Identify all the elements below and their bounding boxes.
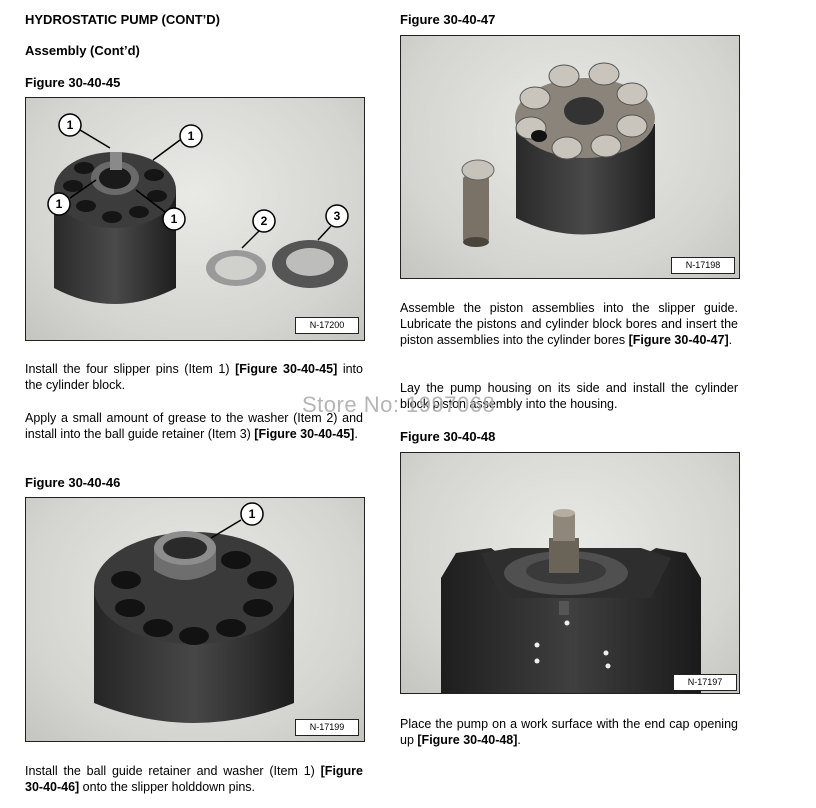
- callout-marker: [252, 209, 276, 233]
- callout-marker: [162, 207, 186, 231]
- store-watermark: Store No: 1997068: [302, 392, 496, 417]
- instruction-text: Place the pump on a work surface with th…: [400, 717, 738, 747]
- instruction-text: Install the four slipper pins (Item 1) […: [25, 362, 363, 392]
- pump-housing-image: [441, 509, 701, 693]
- callout-label: 1: [249, 507, 256, 521]
- figure-ref-label: N-17197: [673, 674, 737, 691]
- figure-30-40-47: N-17198: [400, 35, 740, 279]
- cylinder-block-image: 1: [94, 502, 294, 723]
- callout-marker: [58, 113, 82, 137]
- figure-caption-45: Figure 30-40-45: [25, 75, 121, 90]
- figure-caption-46: Figure 30-40-46: [25, 475, 121, 490]
- figure-30-40-45: 1 1 1 1 2 3 N-17200: [25, 97, 365, 341]
- callout-label: 1: [67, 118, 74, 132]
- callout-label: 1: [56, 197, 63, 211]
- page-title: HYDROSTATIC PUMP (CONT’D): [25, 12, 220, 27]
- section-subtitle: Assembly (Cont’d): [25, 43, 140, 58]
- callout-label: 2: [261, 214, 268, 228]
- callout-label: 1: [171, 212, 178, 226]
- figure-ref-label: N-17199: [295, 719, 359, 736]
- callout-marker: [179, 124, 203, 148]
- callout-marker: [325, 204, 349, 228]
- figure-caption-47: Figure 30-40-47: [400, 12, 496, 27]
- figure-ref-label: N-17198: [671, 257, 735, 274]
- cylinder-block-image: 1 1 1 1 2 3: [47, 113, 349, 304]
- figure-ref-label: N-17200: [295, 317, 359, 334]
- instruction-text: Lay the pump housing on its side and ins…: [400, 381, 738, 411]
- figure-30-40-46: 1 N-17199: [25, 497, 365, 742]
- figure-30-40-48: N-17197: [400, 452, 740, 694]
- callout-marker: [240, 502, 264, 526]
- instruction-text: Apply a small amount of grease to the wa…: [25, 411, 363, 441]
- callout-label: 3: [334, 209, 341, 223]
- callout-label: 1: [188, 129, 195, 143]
- figure-caption-48: Figure 30-40-48: [400, 429, 496, 444]
- piston-assembly-image: [461, 62, 655, 247]
- callout-marker: [47, 192, 71, 216]
- instruction-text: Assemble the piston assemblies into the …: [400, 301, 738, 347]
- instruction-text: Install the ball guide retainer and wash…: [25, 764, 363, 794]
